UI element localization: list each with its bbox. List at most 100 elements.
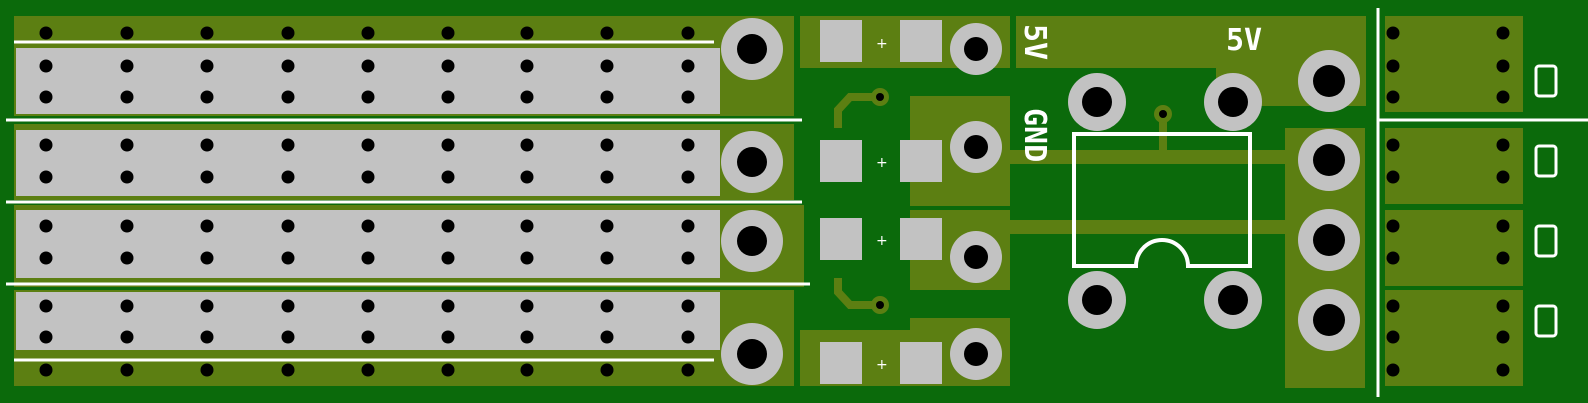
drill-hole	[681, 219, 695, 233]
drill-hole	[281, 251, 295, 265]
drill-hole	[120, 330, 134, 344]
drill-hole	[600, 26, 614, 40]
drill-hole	[200, 363, 214, 377]
drill-hole	[520, 330, 534, 344]
drill-hole	[120, 251, 134, 265]
drill-hole	[520, 251, 534, 265]
drill-hole	[520, 299, 534, 313]
drill-hole	[361, 219, 375, 233]
right-header-holes	[1386, 26, 1510, 377]
drill-hole	[520, 90, 534, 104]
drill-hole	[681, 90, 695, 104]
drill-hole	[281, 90, 295, 104]
drill-hole	[39, 90, 53, 104]
drill-hole	[1496, 138, 1510, 152]
svg-text:+: +	[876, 233, 888, 249]
drill-hole	[441, 26, 455, 40]
medium-pads	[950, 23, 1002, 380]
drill-hole	[1386, 251, 1400, 265]
drill-hole	[1496, 299, 1510, 313]
drill-hole	[39, 138, 53, 152]
label-gnd-vertical: GND	[1017, 108, 1052, 162]
breadboard-strip-1	[16, 48, 720, 114]
drill-hole	[1386, 90, 1400, 104]
drill-hole	[681, 363, 695, 377]
drill-hole	[1496, 219, 1510, 233]
drill-hole	[200, 299, 214, 313]
svg-text:+: +	[876, 357, 888, 373]
drill-hole	[281, 330, 295, 344]
drill-hole	[361, 59, 375, 73]
drill-hole	[200, 251, 214, 265]
drill-hole	[600, 330, 614, 344]
vias	[871, 88, 1172, 314]
drill-hole	[120, 219, 134, 233]
drill-hole	[1496, 330, 1510, 344]
drill-hole	[1386, 138, 1400, 152]
drill-hole	[200, 170, 214, 184]
drill-hole	[200, 59, 214, 73]
edge-notches	[1534, 64, 1558, 338]
drill-hole	[1496, 363, 1510, 377]
svg-text:+: +	[876, 155, 888, 171]
silk-lines	[6, 8, 1588, 397]
drill-hole	[281, 59, 295, 73]
label-5v-right: 5V	[1226, 23, 1262, 58]
drill-hole	[1496, 26, 1510, 40]
drill-hole	[441, 90, 455, 104]
large-pad-2	[721, 131, 783, 193]
drill-hole	[441, 59, 455, 73]
drill-hole	[120, 138, 134, 152]
drill-hole	[1496, 170, 1510, 184]
drill-hole	[1386, 299, 1400, 313]
large-pad-1	[721, 18, 783, 80]
drill-hole	[39, 363, 53, 377]
drill-hole	[361, 251, 375, 265]
drill-hole	[441, 170, 455, 184]
drill-hole	[200, 219, 214, 233]
drill-hole	[200, 26, 214, 40]
drill-hole	[200, 330, 214, 344]
drill-hole	[600, 251, 614, 265]
drill-hole	[361, 299, 375, 313]
drill-hole	[1496, 251, 1510, 265]
large-pad-3	[721, 210, 783, 272]
drill-hole	[1496, 90, 1510, 104]
drill-hole	[120, 170, 134, 184]
drill-hole	[600, 219, 614, 233]
drill-hole	[39, 219, 53, 233]
drill-hole	[520, 138, 534, 152]
dip-pins	[1068, 73, 1262, 329]
drill-hole	[520, 170, 534, 184]
drill-hole	[441, 299, 455, 313]
large-pad-4	[721, 323, 783, 385]
drill-hole	[200, 138, 214, 152]
smd-pads	[820, 20, 942, 384]
drill-hole	[120, 363, 134, 377]
drill-hole	[441, 138, 455, 152]
drill-hole	[600, 299, 614, 313]
drill-hole	[1386, 330, 1400, 344]
drill-hole	[1386, 170, 1400, 184]
drill-hole	[39, 299, 53, 313]
drill-hole	[361, 170, 375, 184]
large-pads	[721, 18, 783, 385]
drill-hole	[681, 299, 695, 313]
dip-outline	[1072, 132, 1252, 268]
drill-hole	[361, 90, 375, 104]
drill-hole	[520, 59, 534, 73]
drill-hole	[1386, 26, 1400, 40]
drill-hole	[1386, 59, 1400, 73]
drill-hole	[681, 138, 695, 152]
drill-hole	[681, 330, 695, 344]
drill-hole	[39, 251, 53, 265]
drill-hole	[361, 26, 375, 40]
drill-hole	[120, 90, 134, 104]
drill-hole	[1386, 363, 1400, 377]
drill-hole	[600, 59, 614, 73]
svg-text:+: +	[876, 36, 888, 52]
drill-hole	[281, 26, 295, 40]
breadboard-holes	[39, 26, 695, 377]
